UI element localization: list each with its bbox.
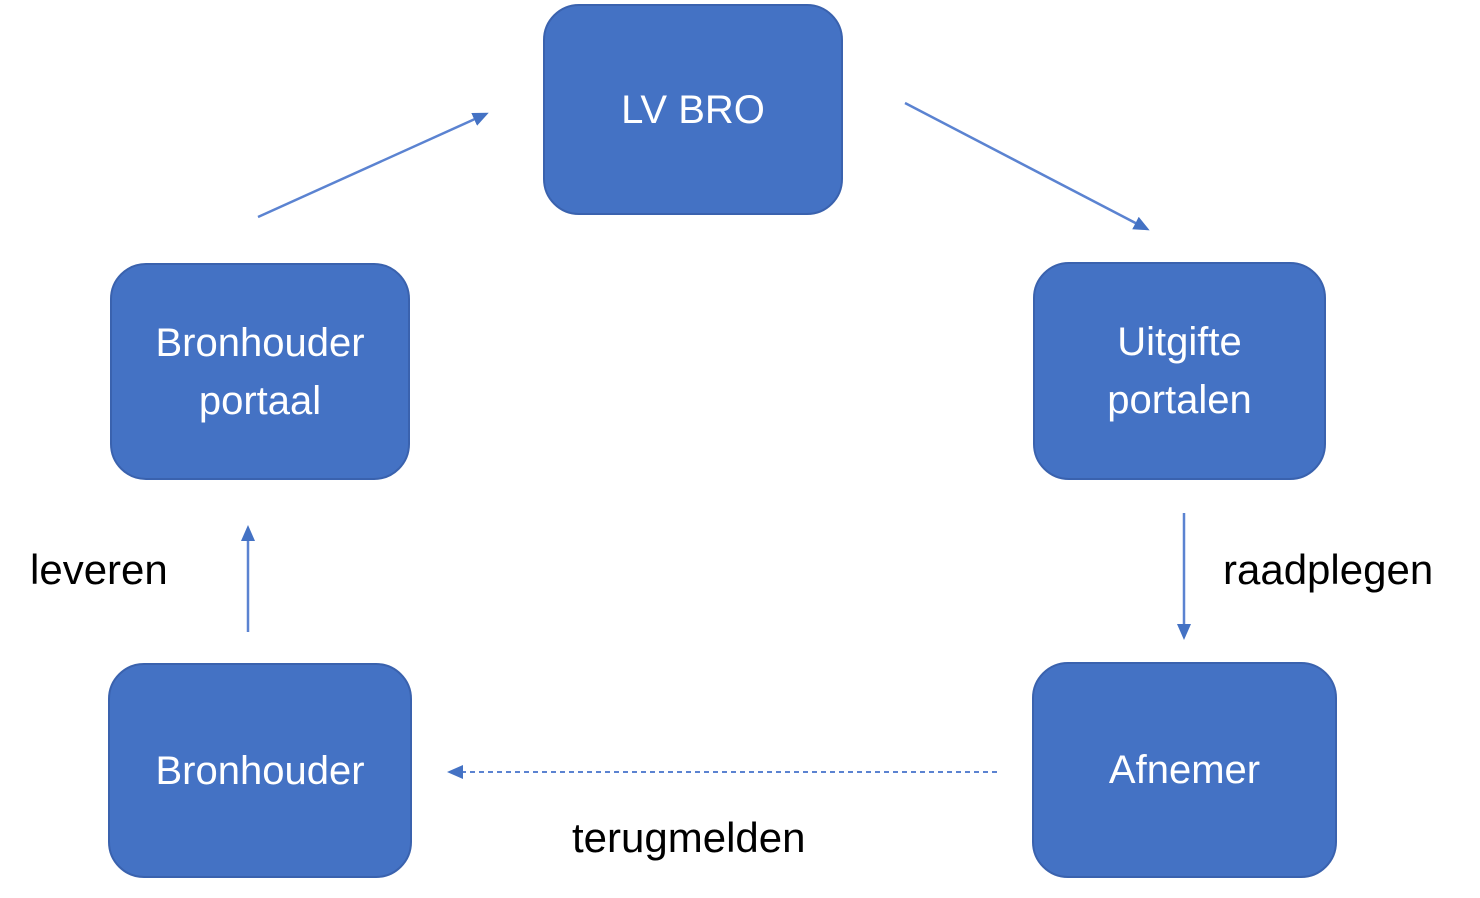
node-afnemer: Afnemer xyxy=(1032,662,1337,878)
node-uitgifte-portalen: Uitgifte portalen xyxy=(1033,262,1326,480)
edge-bronhouderportaal-to-lvbro xyxy=(257,112,489,219)
node-lv-bro-label: LV BRO xyxy=(621,87,765,132)
edge-label-terugmelden: terugmelden xyxy=(572,814,806,861)
node-lv-bro: LV BRO xyxy=(543,4,843,215)
node-bronhouder: Bronhouder xyxy=(108,663,412,878)
edge-label-raadplegen: raadplegen xyxy=(1223,546,1434,593)
node-afnemer-label: Afnemer xyxy=(1108,748,1261,792)
node-bronhouder-portaal-label: Bronhouder portaal xyxy=(155,320,365,423)
node-bronhouder-portaal: Bronhouder portaal xyxy=(110,263,410,480)
edge-lvbro-to-uitgifteportalen xyxy=(904,101,1150,231)
edge-label-leveren: leveren xyxy=(30,546,168,593)
node-bronhouder-label: Bronhouder xyxy=(155,748,365,793)
node-uitgifte-portalen-label: Uitgifte portalen xyxy=(1107,320,1252,422)
